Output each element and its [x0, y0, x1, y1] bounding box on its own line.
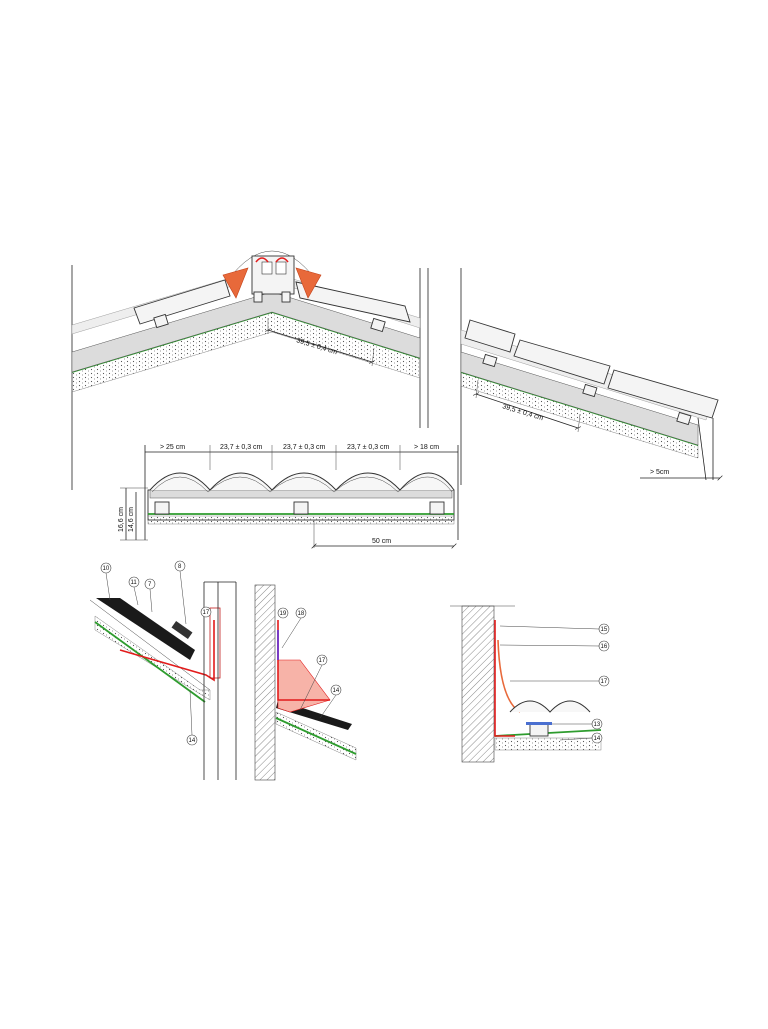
- callout-14-left: 14: [186, 689, 198, 746]
- svg-text:19: 19: [280, 611, 287, 617]
- cross-dim-1: > 25 cm: [160, 444, 185, 451]
- wall-hatch-middle: [254, 584, 276, 781]
- callout-14-middle: 14: [319, 684, 342, 719]
- svg-text:13: 13: [594, 722, 601, 728]
- callout-8: 8: [174, 560, 187, 625]
- detail-middle: 19 18 17 14: [254, 584, 357, 781]
- cross-dim-2: 23,7 ± 0,3 cm: [220, 444, 263, 451]
- svg-text:8: 8: [178, 564, 182, 570]
- batten-clip: [153, 313, 169, 329]
- cross-wave-tiles: [149, 472, 455, 491]
- ridge-section: 39,5 ± 0,4 cm: [71, 250, 429, 490]
- detail-middle-flashing-fill: [277, 659, 331, 713]
- svg-text:16: 16: [601, 644, 608, 650]
- detail-left-tile-row: [96, 598, 195, 660]
- callout-14-right: 14: [559, 732, 603, 744]
- eaves-tile-2: [513, 339, 611, 385]
- cross-dim-4: 23,7 ± 0,3 cm: [347, 444, 390, 451]
- svg-text:14: 14: [189, 738, 196, 744]
- ridge-dim-line: [268, 330, 372, 362]
- ridge-tile-right: [295, 281, 411, 323]
- detail-left: 10 11 7 8 17 14: [89, 560, 237, 780]
- height-outer-label: 16,6 cm: [118, 507, 125, 532]
- callout-13: 13: [552, 718, 603, 730]
- eaves-overhang: > 5cm: [650, 469, 669, 476]
- svg-text:10: 10: [103, 566, 110, 572]
- eaves-tile-3: [607, 369, 719, 419]
- callout-10: 10: [100, 562, 112, 601]
- svg-text:17: 17: [319, 658, 326, 664]
- cross-section: > 25 cm 23,7 ± 0,3 cm 23,7 ± 0,3 cm 23,7…: [118, 444, 459, 548]
- svg-text:11: 11: [131, 580, 138, 586]
- detail-right: 15 16 17 13 14: [450, 605, 610, 763]
- detail-right-insulation: [494, 737, 602, 751]
- ridge-cap: [251, 255, 295, 295]
- callout-16: 16: [499, 640, 610, 652]
- svg-text:7: 7: [148, 582, 152, 588]
- cross-dim-3: 23,7 ± 0,3 cm: [283, 444, 326, 451]
- vent-left: [222, 267, 249, 299]
- height-inner-label: 14,6 cm: [128, 507, 135, 532]
- callout-11: 11: [128, 576, 140, 606]
- callout-17-right: 17: [510, 675, 610, 687]
- detail-left-membrane: [94, 621, 206, 703]
- callout-17-left: 17: [200, 606, 212, 618]
- svg-text:17: 17: [601, 679, 608, 685]
- eaves-section: 39,5 ± 0,4 cm > 5cm: [460, 268, 720, 485]
- eaves-tile-1: [464, 319, 516, 353]
- vent-right: [295, 267, 322, 299]
- callout-19: 19: [277, 607, 289, 619]
- bottom-dim-label: 50 cm: [372, 538, 391, 545]
- svg-text:18: 18: [298, 611, 305, 617]
- cross-insulation: [147, 515, 455, 525]
- ridge-tile-left: [133, 279, 231, 325]
- svg-text:14: 14: [594, 736, 601, 742]
- ridge-cap-outline: [227, 250, 317, 281]
- callout-15: 15: [499, 623, 610, 635]
- callout-18: 18: [281, 607, 307, 649]
- svg-text:17: 17: [203, 610, 210, 616]
- svg-text:14: 14: [333, 688, 340, 694]
- svg-text:15: 15: [601, 627, 608, 633]
- callout-7: 7: [144, 578, 156, 613]
- detail-right-wave-tile: [509, 700, 591, 713]
- wall-hatch-right: [461, 605, 495, 763]
- eaves-dim-line: [476, 394, 578, 428]
- cross-dim-5: > 18 cm: [414, 444, 439, 451]
- detail-right-flashing: [494, 620, 515, 737]
- callout-17-middle: 17: [299, 654, 328, 711]
